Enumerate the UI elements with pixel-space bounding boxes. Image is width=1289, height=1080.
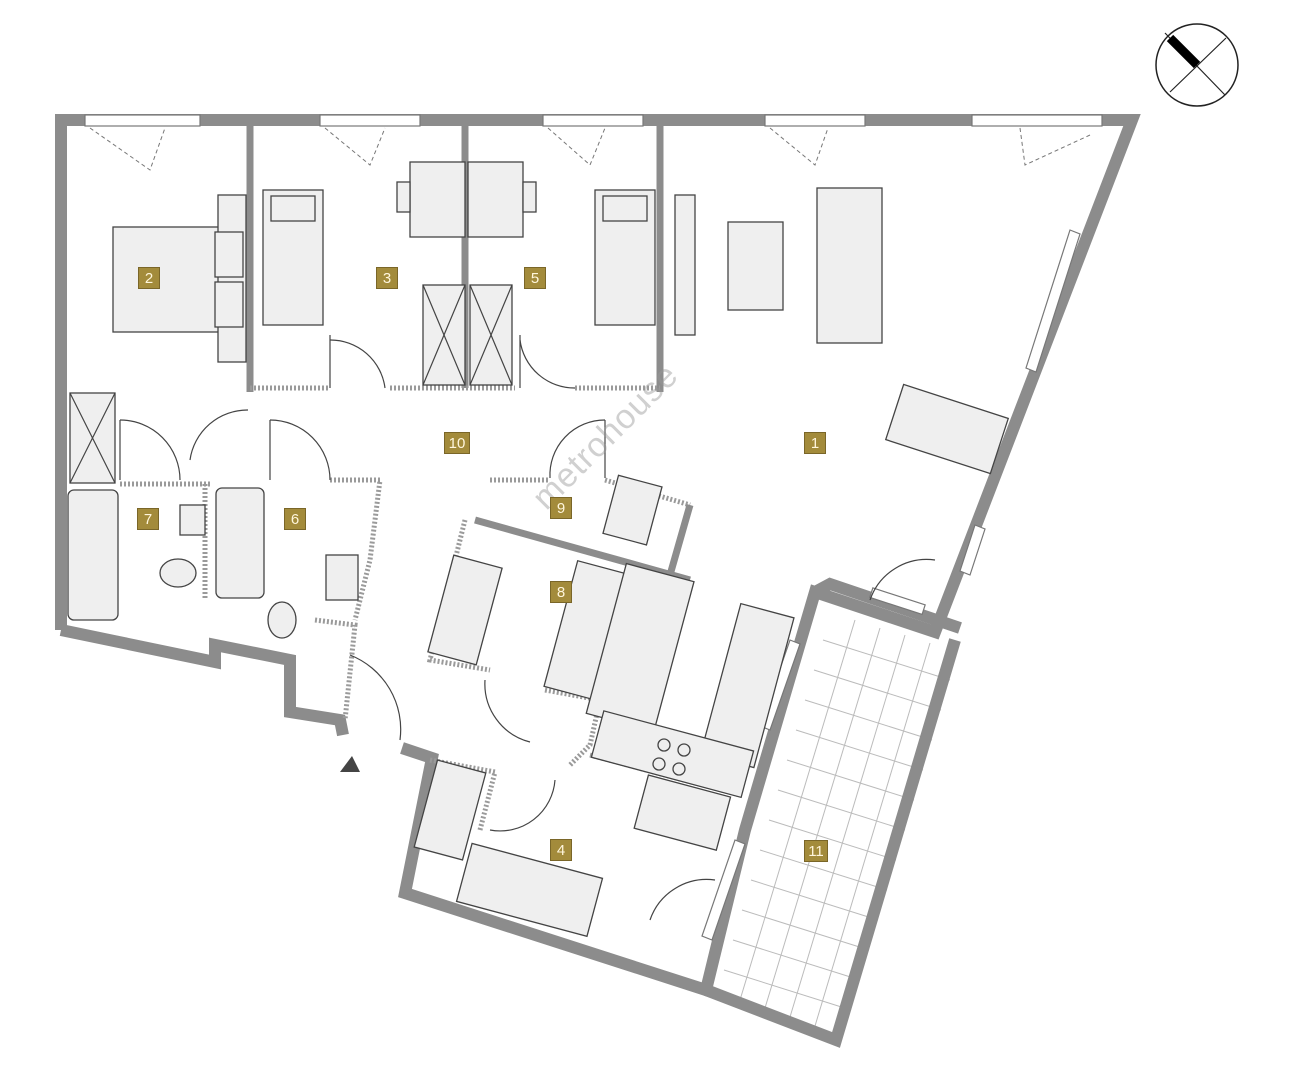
coffee-table (727, 221, 784, 311)
wardrobe (427, 554, 503, 666)
room-label-11: 11 (804, 840, 828, 862)
toilet (159, 558, 197, 588)
kitchen-counter (590, 710, 755, 799)
room-label-10: 10 (444, 432, 470, 454)
furniture (67, 161, 1010, 938)
desk (409, 161, 466, 238)
toilet (267, 601, 297, 639)
room-label-5: 5 (524, 267, 546, 289)
compass-icon (1155, 23, 1239, 107)
windows (84, 114, 1103, 941)
room-label-1: 1 (804, 432, 826, 454)
tv-unit (674, 194, 696, 336)
entrance-arrow-icon (340, 756, 360, 772)
room-label-3: 3 (376, 267, 398, 289)
room-label-8: 8 (550, 581, 572, 603)
desk (467, 161, 524, 238)
sink (179, 504, 206, 536)
room-label-2: 2 (138, 267, 160, 289)
sofa (816, 187, 883, 344)
wardrobe (413, 759, 487, 861)
bathtub (215, 487, 265, 599)
sink (325, 554, 359, 601)
doors (89, 127, 1091, 921)
single-bed (455, 842, 604, 938)
room-label-7: 7 (137, 508, 159, 530)
dining-table (884, 383, 1010, 475)
room-label-6: 6 (284, 508, 306, 530)
table (633, 774, 732, 851)
bathtub (67, 489, 119, 621)
washing-machine (602, 474, 663, 546)
room-label-4: 4 (550, 839, 572, 861)
balcony-tiles (715, 612, 955, 1035)
room-label-9: 9 (550, 497, 572, 519)
